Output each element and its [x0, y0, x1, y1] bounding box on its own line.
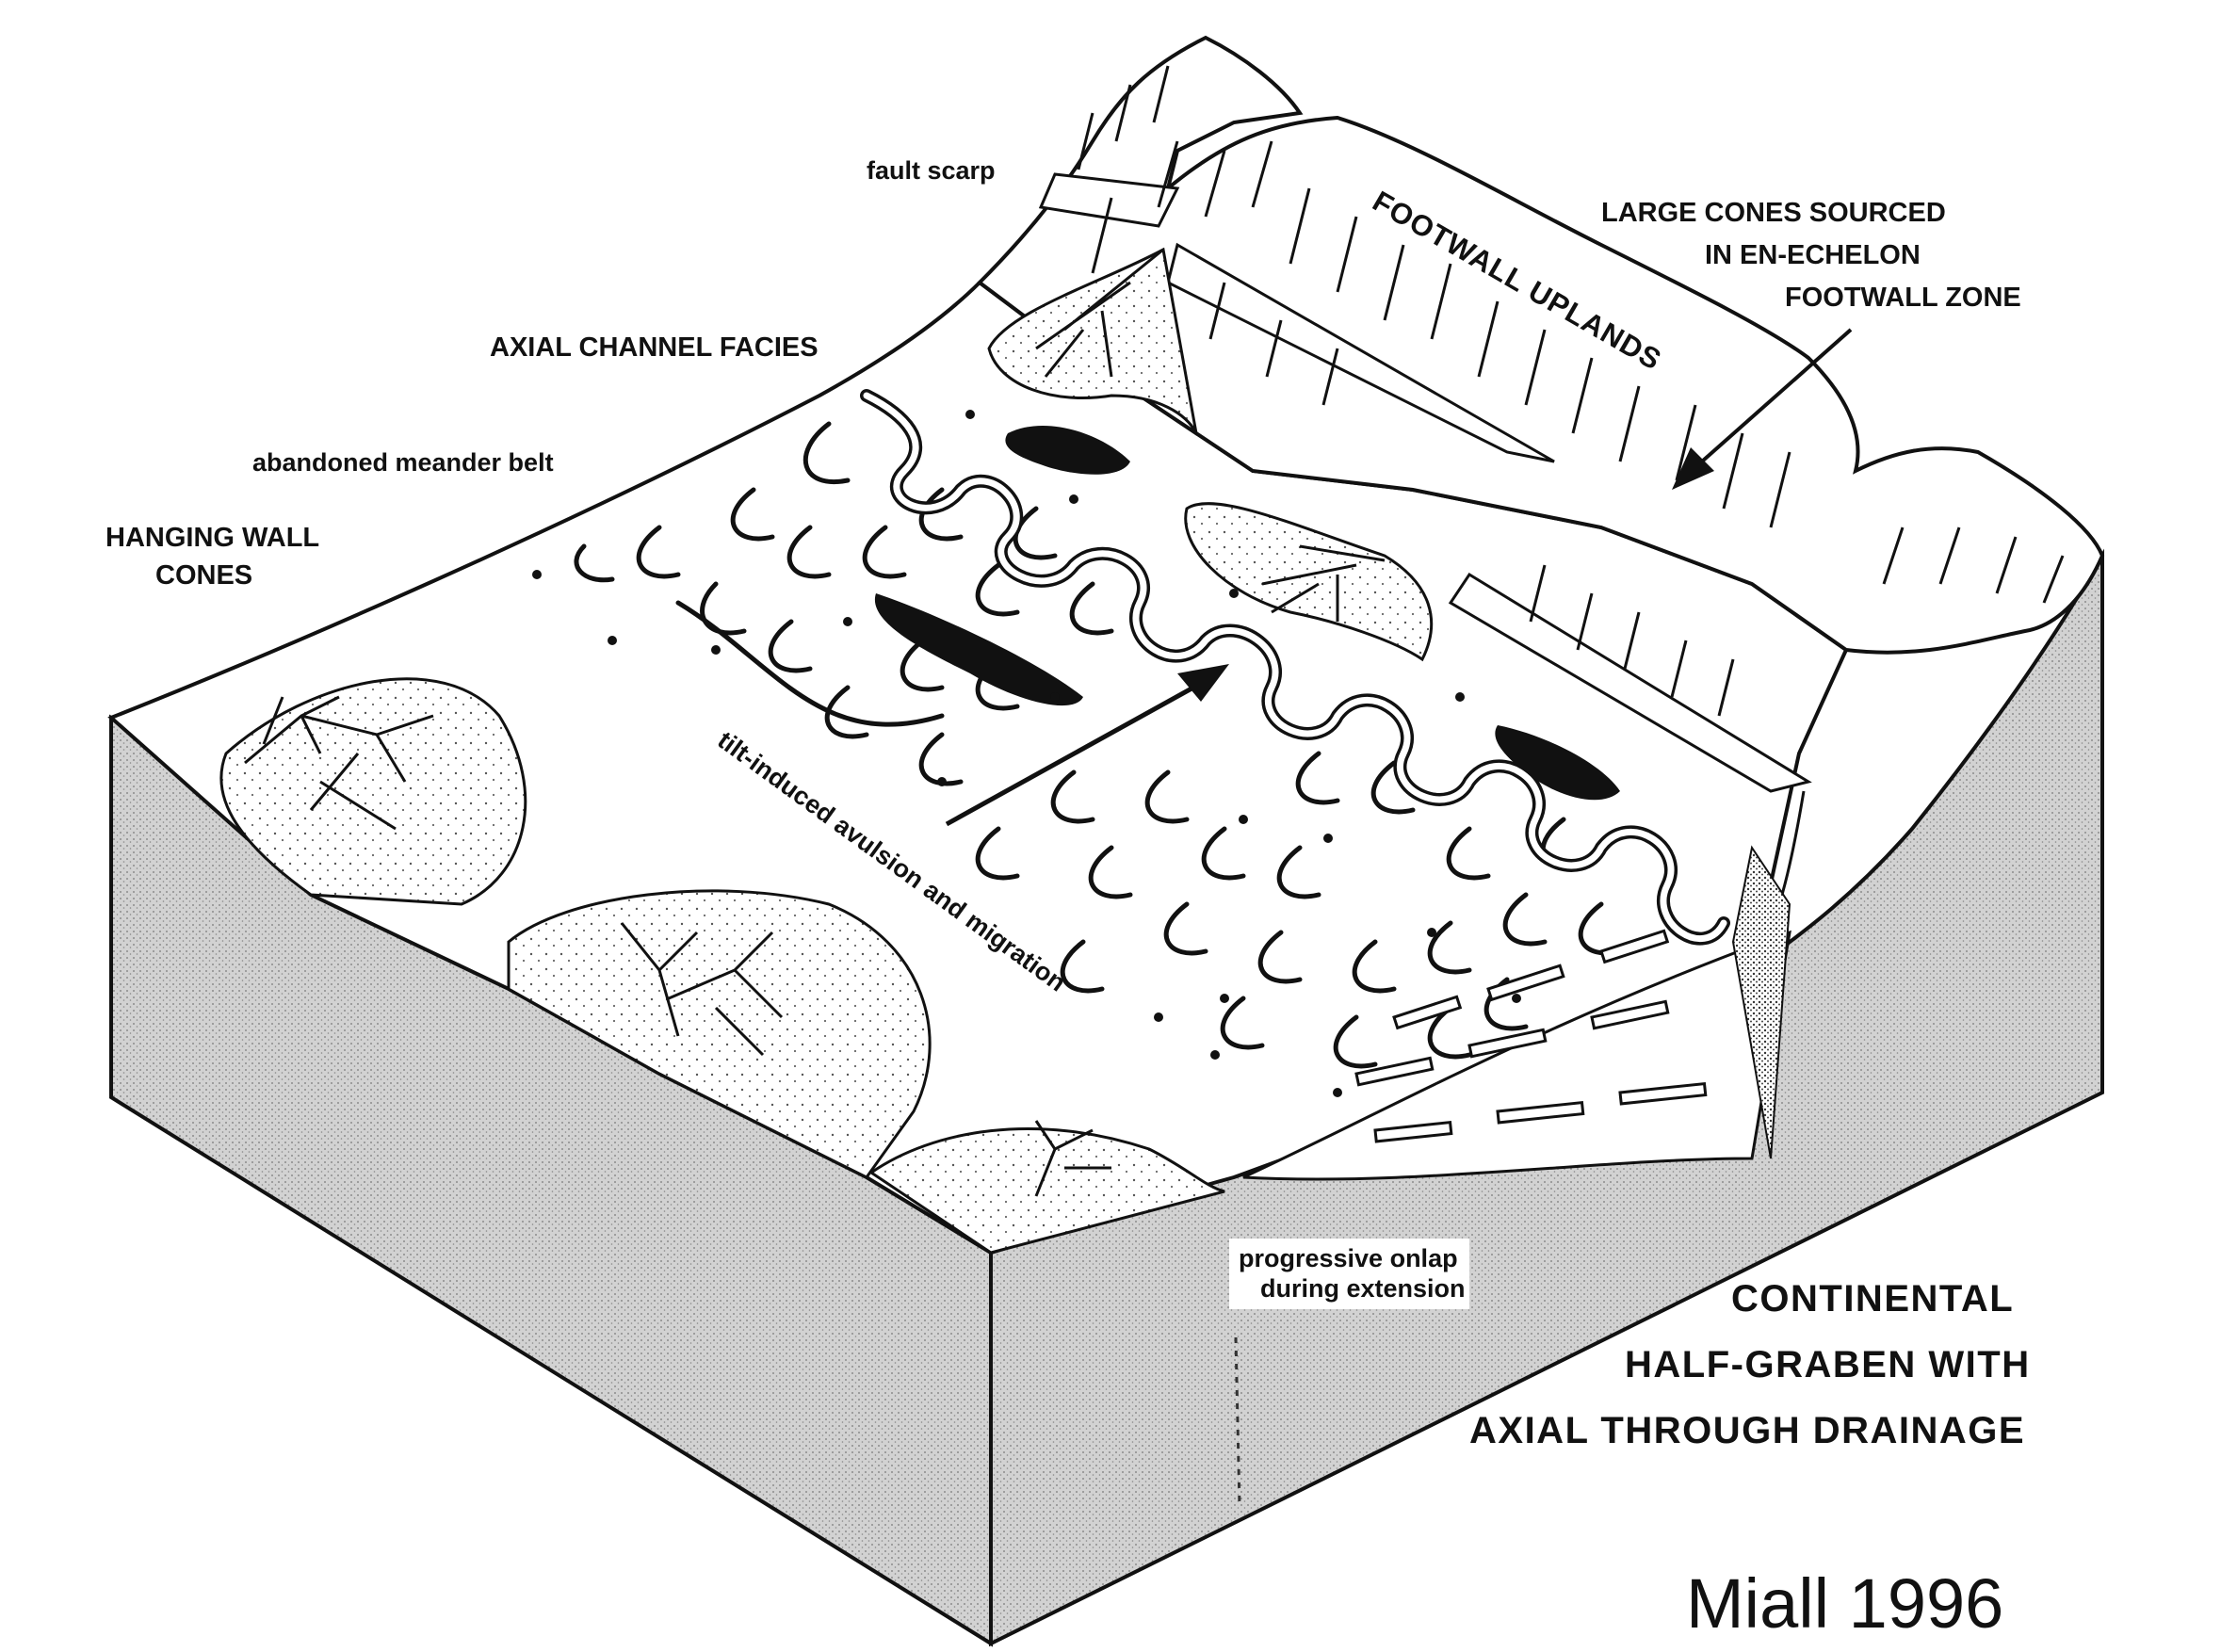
credit-citation: Miall 1996 [1686, 1564, 2003, 1643]
footwall-hachures [1077, 65, 2065, 717]
onlap-wedge [1242, 930, 1791, 1181]
title-line3: AXIAL THROUGH DRAINAGE [1469, 1410, 2025, 1451]
label-fault-scarp: fault scarp [867, 156, 996, 185]
footwall-en-echelon-wedge-2 [1448, 572, 1812, 793]
avulsion-arrow-shaft [945, 675, 1212, 827]
lakes [874, 425, 1620, 801]
hanging-wall-cone-3 [868, 1126, 1225, 1255]
label-large-cones-line1: LARGE CONES SOURCED [1601, 198, 1946, 228]
avulsion-arrow-head [1177, 664, 1229, 702]
label-hanging-wall-line2: CONES [155, 560, 252, 591]
label-onlap-line2: during extension [1260, 1274, 1466, 1303]
label-abandoned-meander-belt: abandoned meander belt [252, 448, 554, 477]
hanging-wall-cone-1 [219, 677, 527, 906]
vertical-fault-trace [1234, 1336, 1241, 1508]
cone-distributaries [244, 695, 1111, 1197]
onlap-label-box [1229, 1239, 1469, 1309]
footwall-zone-arrow-head [1672, 447, 1714, 490]
axial-channel [860, 389, 1730, 946]
onlap-fault-fan [1731, 845, 1791, 1159]
footwall-zone-arrow-shaft [1684, 328, 1853, 478]
hanging-wall-cones [219, 677, 1225, 1255]
label-large-cones-line2: IN EN-ECHELON [1705, 240, 1921, 270]
label-onlap-line1: progressive onlap [1239, 1244, 1458, 1272]
title-line1: CONTINENTAL [1731, 1278, 2014, 1320]
title-line2: HALF-GRABEN WITH [1625, 1344, 2031, 1385]
label-hanging-wall-line1: HANGING WALL [105, 523, 319, 553]
vegetation-marks [532, 410, 1521, 1097]
abandoned-meander-scars [574, 421, 1623, 1069]
footwall-cone-upper [987, 247, 1198, 434]
label-axial-channel-facies: AXIAL CHANNEL FACIES [490, 332, 819, 363]
fault-scarp-ledge [1038, 172, 1180, 228]
footwall-cone-channels [1035, 248, 1386, 622]
onlap-beds [1354, 929, 1708, 1143]
hanging-wall-cone-2 [507, 889, 932, 1179]
footwall-en-echelon-wedge-1 [1166, 242, 1555, 463]
label-large-cones-line3: FOOTWALL ZONE [1785, 283, 2021, 313]
